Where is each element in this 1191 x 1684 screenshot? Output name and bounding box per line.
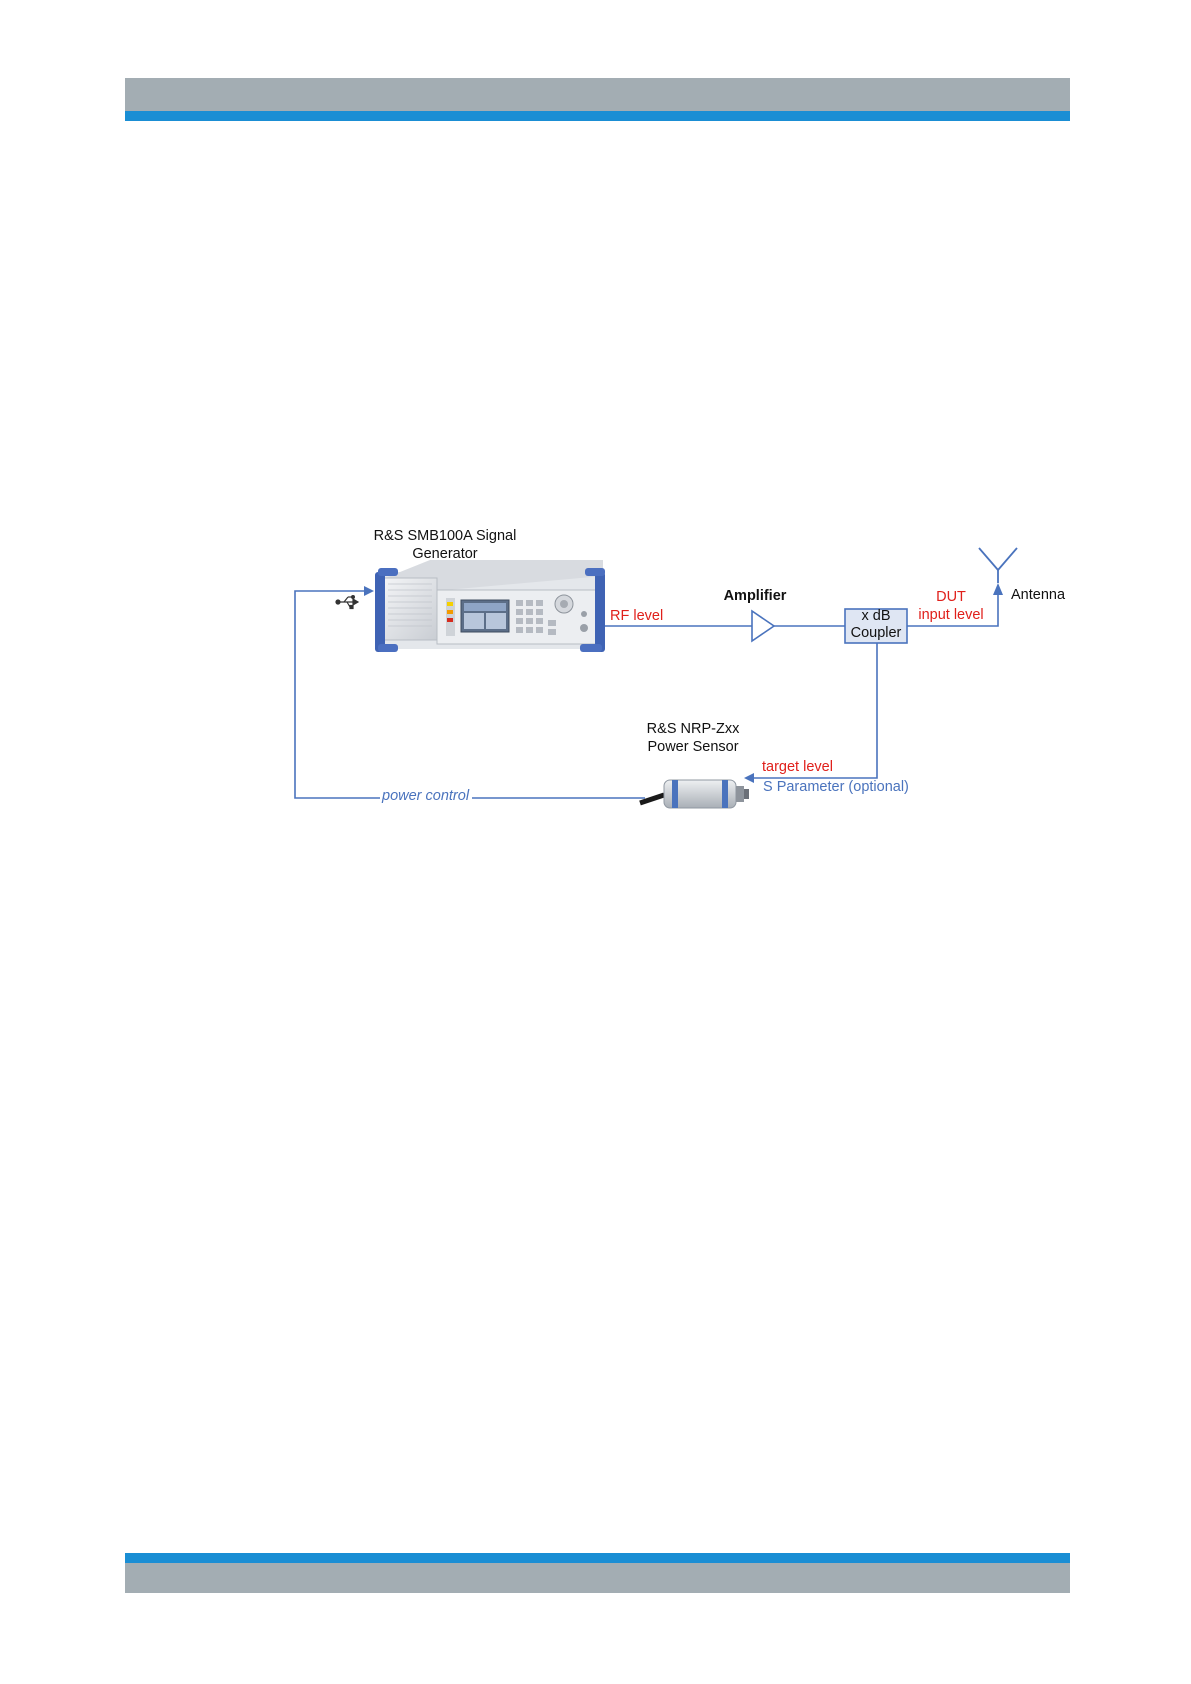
generator-label-line1: R&S SMB100A Signal bbox=[374, 528, 517, 544]
signal-generator-image bbox=[375, 560, 605, 652]
amplifier-triangle bbox=[752, 611, 774, 641]
footer-gray-band bbox=[125, 1563, 1070, 1593]
coupler-label-line1: x dB bbox=[861, 608, 890, 624]
s-parameter-label: S Parameter (optional) bbox=[763, 779, 909, 795]
antenna-icon bbox=[979, 548, 1017, 583]
power-sensor-image bbox=[640, 780, 749, 808]
rf-level-label: RF level bbox=[610, 608, 663, 624]
antenna-arrowhead bbox=[993, 583, 1003, 595]
usb-icon bbox=[336, 596, 358, 609]
coupler-label-line2: Coupler bbox=[851, 625, 902, 641]
amplifier-label: Amplifier bbox=[724, 588, 787, 604]
sensor-label-line2: Power Sensor bbox=[647, 739, 738, 755]
target-level-label: target level bbox=[762, 759, 833, 775]
sensor-label-line1: R&S NRP-Zxx bbox=[647, 721, 740, 737]
footer-blue-band bbox=[125, 1553, 1070, 1563]
power-control-arrowhead bbox=[364, 586, 374, 596]
antenna-label: Antenna bbox=[1011, 587, 1066, 603]
dut-label-line1: DUT bbox=[936, 589, 966, 605]
power-control-label: power control bbox=[381, 788, 470, 804]
dut-label-line2: input level bbox=[918, 607, 983, 623]
coupler-to-sensor-line bbox=[750, 643, 877, 778]
target-level-arrowhead bbox=[744, 773, 754, 783]
generator-label-line2: Generator bbox=[412, 546, 477, 562]
